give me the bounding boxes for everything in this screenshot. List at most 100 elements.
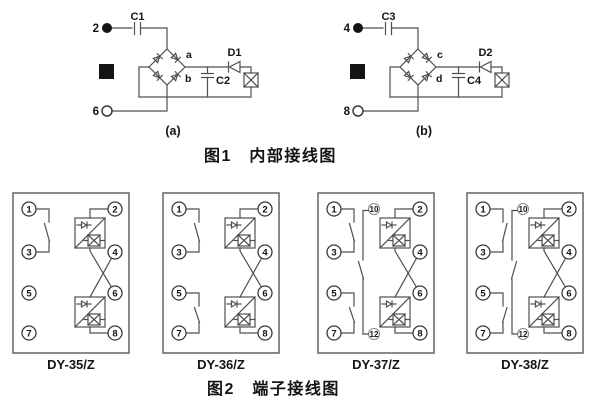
contact-switch [193, 306, 201, 324]
panel-terminal-number: 6 [417, 289, 422, 300]
panel-terminal-number: 2 [112, 205, 117, 216]
rectifier-relay-module [74, 296, 106, 328]
panel-terminal-number: 1 [480, 205, 486, 216]
panel-terminal-number: 4 [417, 248, 423, 259]
panel-terminal [257, 201, 273, 217]
panel-terminal-number: 6 [566, 289, 571, 300]
module-diode-icon [226, 299, 242, 309]
contact-switch [185, 240, 200, 253]
panel-terminal-number: 8 [417, 329, 422, 340]
contact-switch [340, 321, 355, 334]
panel-terminal-number: 1 [331, 205, 337, 216]
bridge-diode-icon [170, 52, 182, 64]
figure1-caption: 图1 内部接线图 [204, 148, 337, 165]
panel-terminal [21, 325, 37, 341]
diode-label: D2 [478, 47, 492, 59]
contact-switch [340, 292, 355, 307]
module-diode-icon [76, 220, 92, 230]
module-diode-icon [530, 299, 546, 309]
panel-terminal-number: 3 [26, 248, 31, 259]
panel-terminal [412, 244, 428, 260]
model-label-dy38: DY-38/Z [501, 357, 549, 372]
contact-switch [340, 208, 355, 223]
contact-switch [43, 222, 51, 243]
contact-switch [185, 292, 200, 307]
panel-terminal-number: 3 [176, 248, 181, 259]
panel-terminal [107, 285, 123, 301]
rectifier-relay-module [224, 296, 256, 328]
panel-terminal-number: 1 [176, 205, 182, 216]
contact-switch [489, 292, 504, 307]
bridge-diode-icon [421, 52, 433, 64]
bridge-node-label: a [186, 49, 192, 61]
contact-switch [501, 222, 508, 243]
contact-switch [348, 306, 356, 324]
module-diode-icon [381, 299, 397, 309]
panel-terminal [257, 244, 273, 260]
panel-terminal-number: 4 [112, 248, 118, 259]
panel-terminal [257, 285, 273, 301]
panel-terminal-number: 8 [566, 329, 571, 340]
module-diode-icon [530, 220, 546, 230]
panel-terminal [412, 325, 428, 341]
module-coil-icon [83, 234, 106, 247]
bridge-diode-icon [170, 70, 182, 82]
panel-terminal-number: 7 [176, 329, 181, 340]
module-diode-icon [381, 220, 397, 230]
panel-terminal-number: 8 [112, 329, 117, 340]
capacitor-label: C4 [467, 75, 482, 87]
bridge-diode-icon [152, 52, 164, 64]
panel-terminal-number: 6 [262, 289, 267, 300]
panel-terminal [561, 285, 577, 301]
panel-terminal-number: 2 [566, 205, 571, 216]
bridge-diode-icon [152, 70, 164, 82]
subfigure-label: (a) [165, 124, 180, 138]
common-terminal-ring [352, 105, 364, 117]
module-coil-icon [537, 313, 560, 326]
panel-terminal-number: 2 [262, 205, 267, 216]
contact-switch [489, 240, 504, 253]
panel-terminal [367, 202, 381, 216]
input-terminal-dot [353, 23, 363, 33]
module-diode-icon [226, 220, 242, 230]
module-coil-icon [233, 313, 256, 326]
rectifier-relay-module [379, 296, 411, 328]
mounting-square [350, 64, 365, 79]
module-coil-icon [537, 234, 560, 247]
panel-terminal-number: 5 [176, 289, 182, 300]
panel-terminal [257, 325, 273, 341]
panel-terminal-number: 2 [417, 205, 422, 216]
model-label-dy37: DY-37/Z [352, 357, 400, 372]
contact-switch [501, 306, 508, 324]
rectifier-relay-module [528, 296, 560, 328]
contact-switch [35, 208, 50, 223]
capacitor-label: C2 [216, 75, 230, 87]
rectifier-relay-module [379, 217, 411, 249]
panel-terminal-number: 3 [480, 248, 485, 259]
panel-terminal-number: 7 [480, 329, 485, 340]
terminal-number-label: 2 [93, 23, 99, 35]
panel-terminal [561, 244, 577, 260]
contact-switch [340, 240, 355, 253]
panel-terminal-number: 12 [370, 330, 379, 339]
bridge-node-label: d [436, 73, 442, 85]
panel-terminal-number: 10 [370, 205, 379, 214]
terminal-number-label: 6 [93, 106, 99, 118]
module-coil-icon [233, 234, 256, 247]
panel-terminal [412, 201, 428, 217]
mounting-square [99, 64, 114, 79]
terminal-number-label: 8 [344, 106, 351, 118]
panel-terminal-number: 10 [519, 205, 528, 214]
panel-terminal-number: 8 [262, 329, 267, 340]
panel-terminal [561, 201, 577, 217]
common-terminal-ring [101, 105, 113, 117]
module-coil-icon [388, 313, 411, 326]
module-diode-icon [76, 299, 92, 309]
contact-switch [35, 240, 50, 253]
